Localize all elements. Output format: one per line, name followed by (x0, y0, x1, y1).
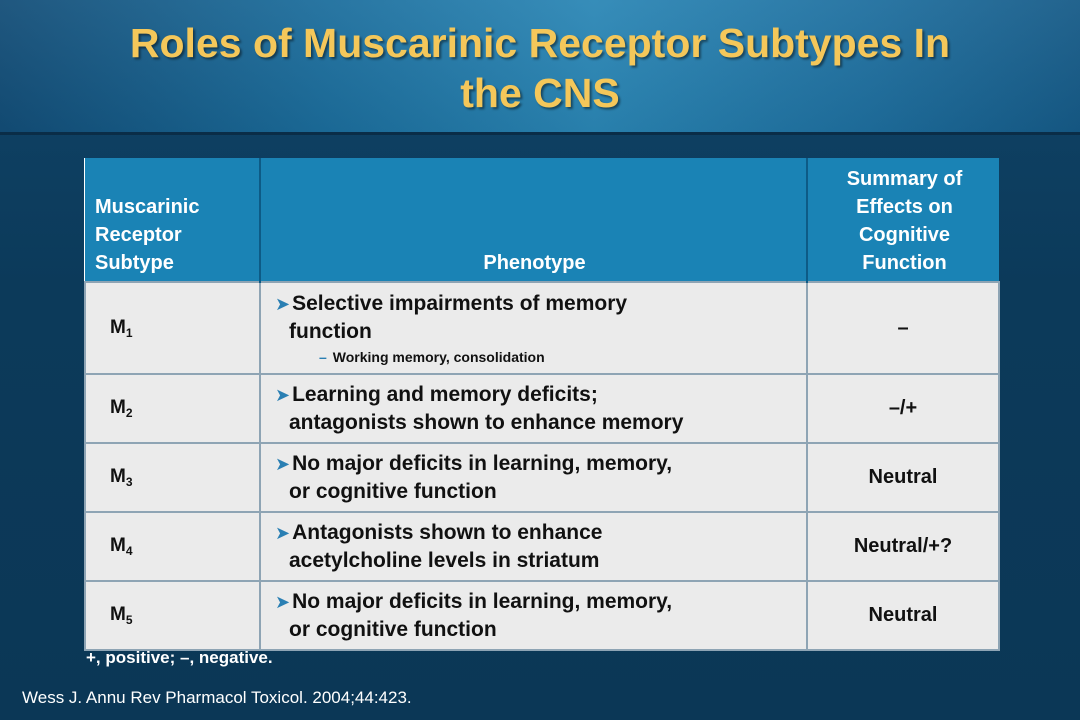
dash-bullet-icon: – (319, 348, 327, 365)
header-subtype: Muscarinic Receptor Subtype (85, 158, 261, 282)
table-row: M3 ➤No major deficits in learning, memor… (84, 442, 1000, 513)
summary-cell: Neutral/+? (806, 511, 1000, 582)
table-row: M2 ➤Learning and memory deficits; antago… (84, 373, 1000, 444)
phenotype-cell: ➤Antagonists shown to enhance acetylchol… (259, 511, 808, 582)
phenotype-cell: ➤No major deficits in learning, memory, … (259, 580, 808, 651)
slide-title: Roles of Muscarinic Receptor Subtypes In… (20, 18, 1060, 118)
subtype-cell: M3 (84, 442, 261, 513)
subtype-cell: M2 (84, 373, 261, 444)
arrow-bullet-icon: ➤ (275, 592, 291, 612)
arrow-bullet-icon: ➤ (275, 293, 291, 314)
arrow-bullet-icon: ➤ (275, 385, 291, 405)
table-header-row: Muscarinic Receptor Subtype Phenotype Su… (85, 158, 999, 282)
phenotype-cell: ➤Selective impairments of memory functio… (259, 281, 808, 375)
header-phenotype: Phenotype (260, 158, 808, 282)
summary-cell: – (806, 281, 1000, 375)
arrow-bullet-icon: ➤ (275, 454, 291, 474)
arrow-bullet-icon: ➤ (275, 523, 291, 543)
title-band (0, 0, 1080, 135)
summary-cell: Neutral (806, 580, 1000, 651)
subtype-cell: M4 (84, 511, 261, 582)
subtype-cell: M1 (84, 281, 261, 375)
slide-title-line-2: the CNS (460, 70, 620, 116)
subtype-cell: M5 (84, 580, 261, 651)
table-row: M4 ➤Antagonists shown to enhance acetylc… (84, 511, 1000, 582)
slide-title-line-1: Roles of Muscarinic Receptor Subtypes In (129, 20, 951, 66)
receptor-table: Muscarinic Receptor Subtype Phenotype Su… (84, 158, 1000, 651)
phenotype-cell: ➤No major deficits in learning, memory, … (259, 442, 808, 513)
table-row: M1 ➤Selective impairments of memory func… (84, 281, 1000, 375)
table-row: M5 ➤No major deficits in learning, memor… (84, 580, 1000, 651)
header-summary: Summary of Effects on Cognitive Function (807, 158, 999, 282)
phenotype-cell: ➤Learning and memory deficits; antagonis… (259, 373, 808, 444)
table-legend: +, positive; –, negative. (86, 648, 273, 667)
summary-cell: –/+ (806, 373, 1000, 444)
citation: Wess J. Annu Rev Pharmacol Toxicol. 2004… (22, 688, 412, 707)
summary-cell: Neutral (806, 442, 1000, 513)
